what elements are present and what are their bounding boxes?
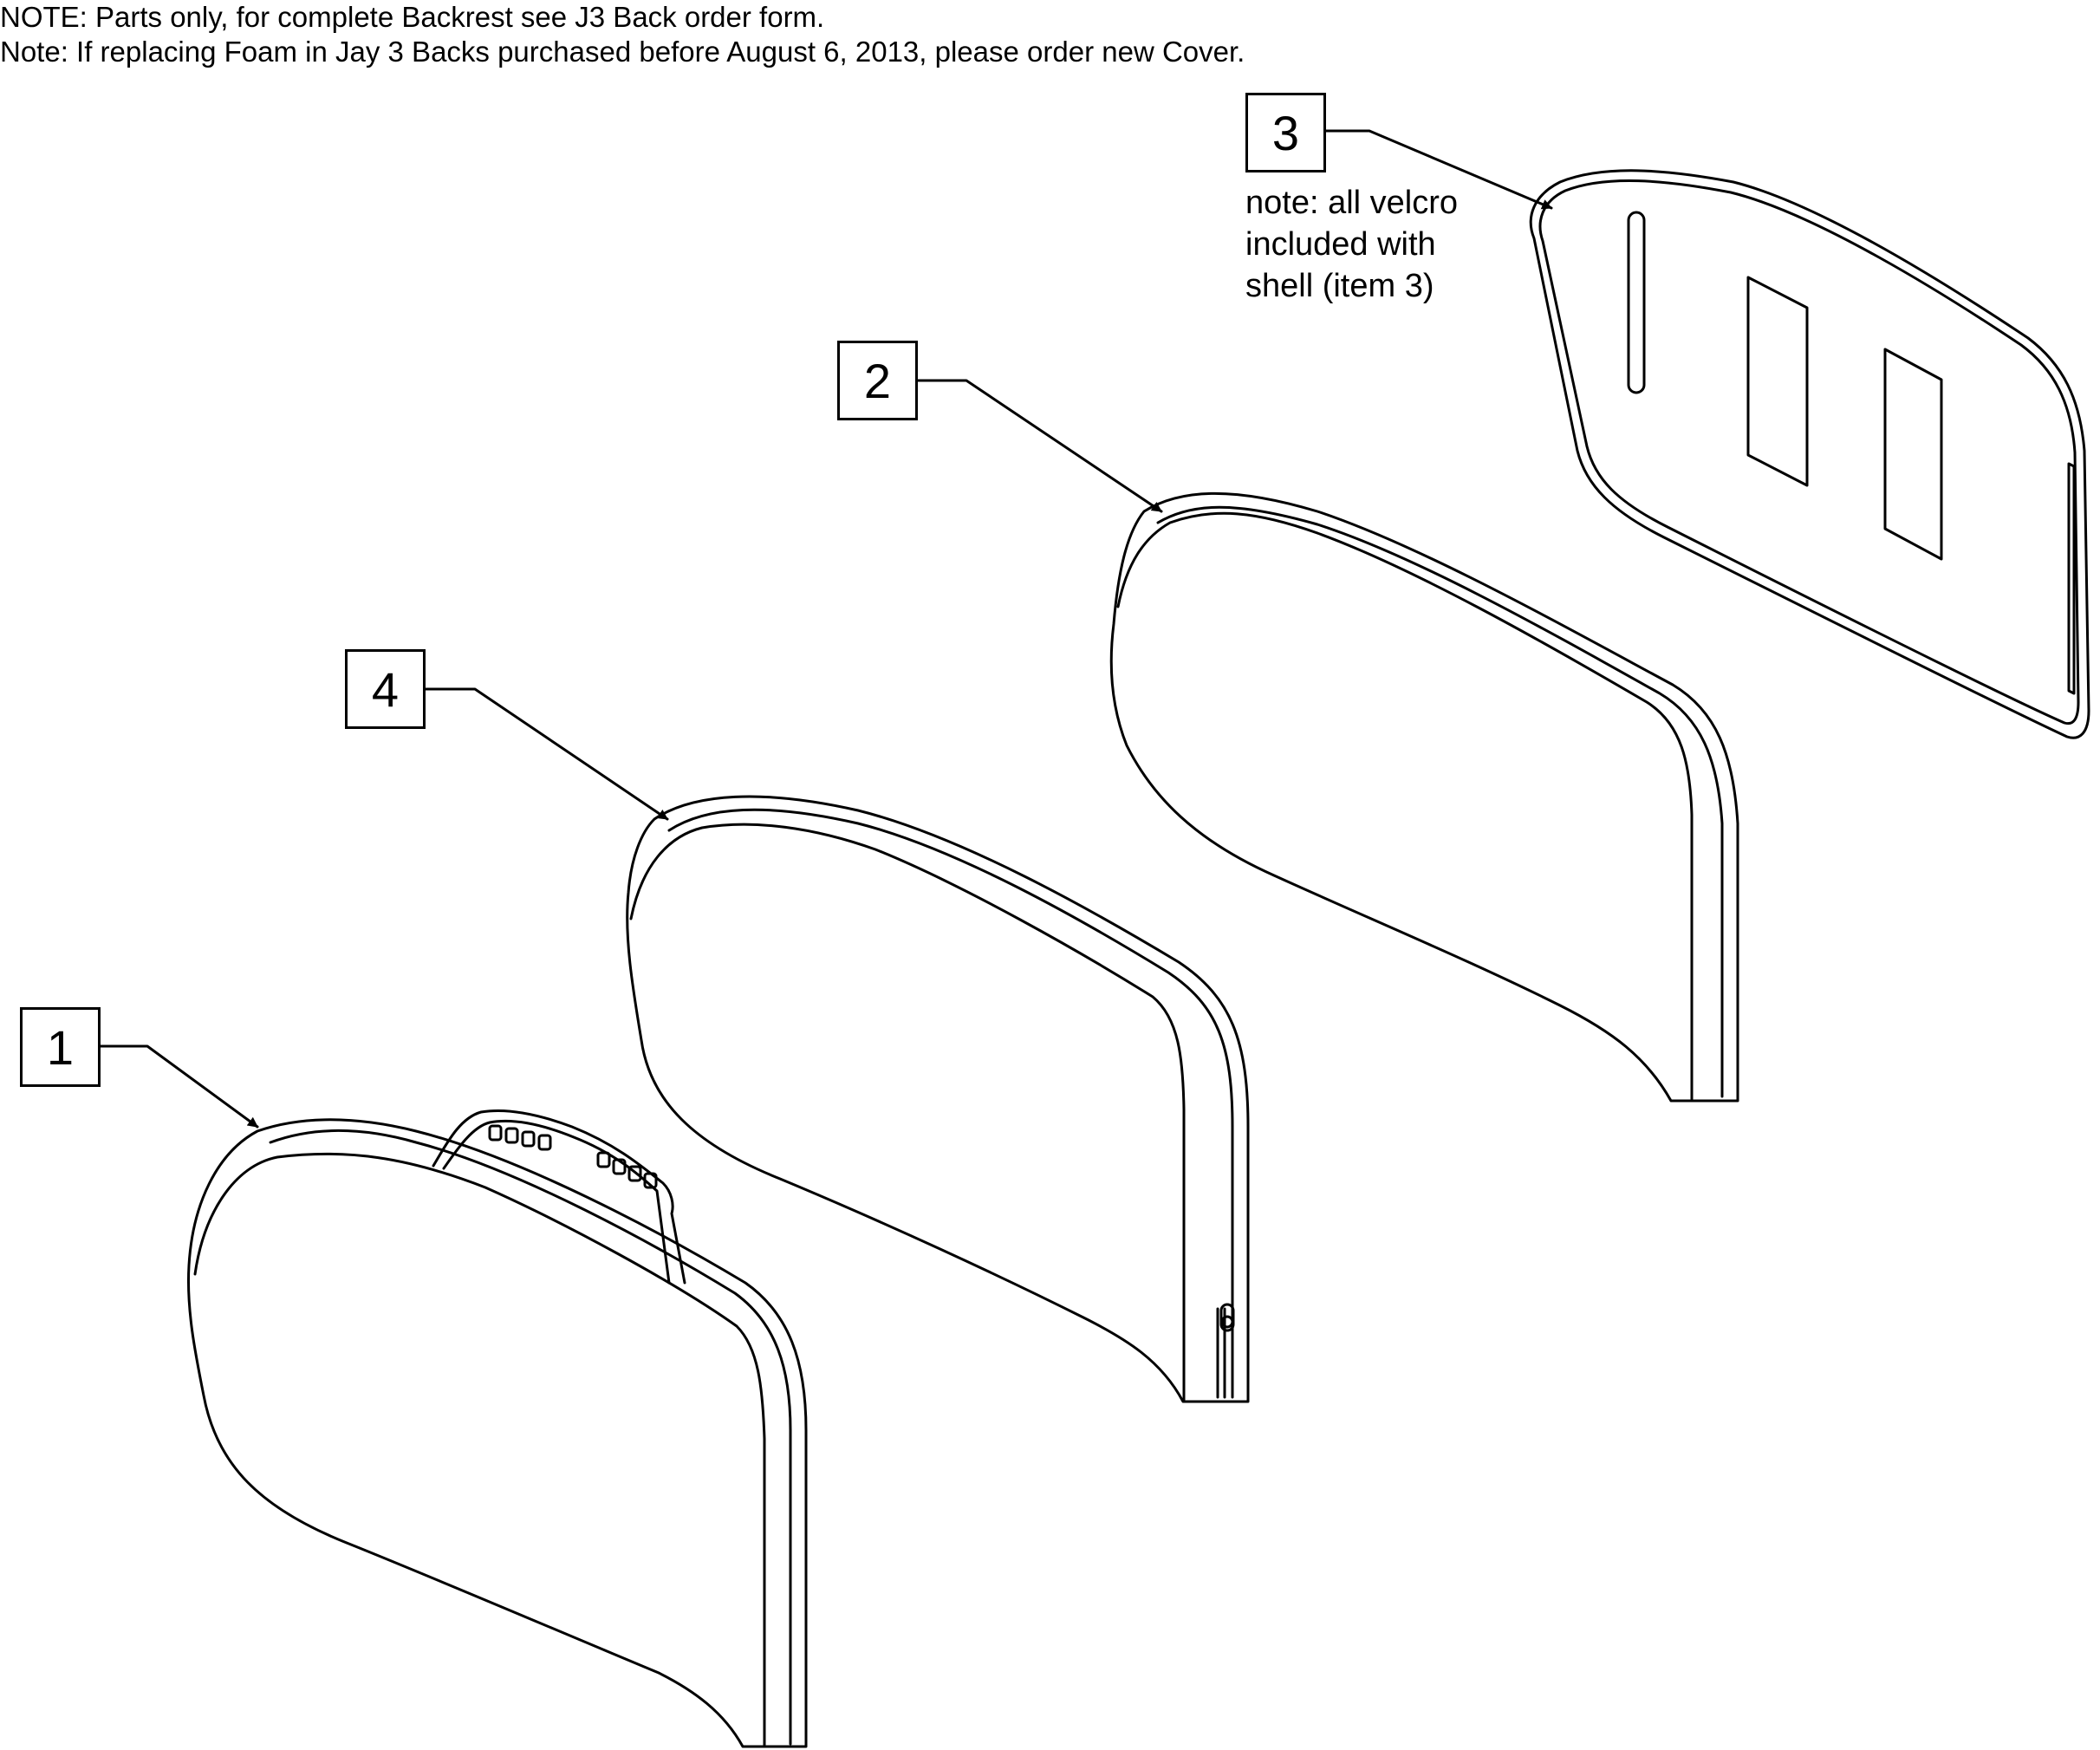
callout-label-1: 1	[46, 1019, 75, 1075]
callout-label-2: 2	[863, 353, 892, 408]
callout-label-4: 4	[371, 661, 400, 717]
leader-line-1	[99, 1044, 259, 1129]
header-notes: NOTE: Parts only, for complete Backrest …	[0, 0, 1245, 69]
callout-label-3: 3	[1271, 105, 1300, 160]
shell-note-line-2: included with	[1245, 226, 1436, 263]
shell-note-line-1: note: all velcro	[1245, 185, 1459, 221]
note-foam-replacement: Note: If replacing Foam in Jay 3 Backs p…	[0, 36, 1245, 68]
callout-item-2: 2	[837, 341, 918, 420]
callout-item-4: 4	[345, 649, 426, 729]
leader-line-3	[1324, 129, 1553, 210]
foam-part-2	[1109, 491, 1739, 1103]
back-part-1	[186, 1109, 808, 1748]
leader-line-2	[916, 379, 1163, 513]
leader-line-4	[424, 687, 669, 821]
handle	[432, 1109, 686, 1285]
shell-note-line-3: shell (item 3)	[1245, 268, 1434, 304]
callout-item-1: 1	[20, 1007, 101, 1087]
cover-part-4	[626, 795, 1250, 1403]
shell-part-3	[1529, 169, 2090, 739]
callout-item-3: 3	[1245, 93, 1326, 172]
note-parts-only: NOTE: Parts only, for complete Backrest …	[0, 1, 825, 33]
shell-velcro-note: note: all velcro included with shell (it…	[1245, 182, 1458, 307]
